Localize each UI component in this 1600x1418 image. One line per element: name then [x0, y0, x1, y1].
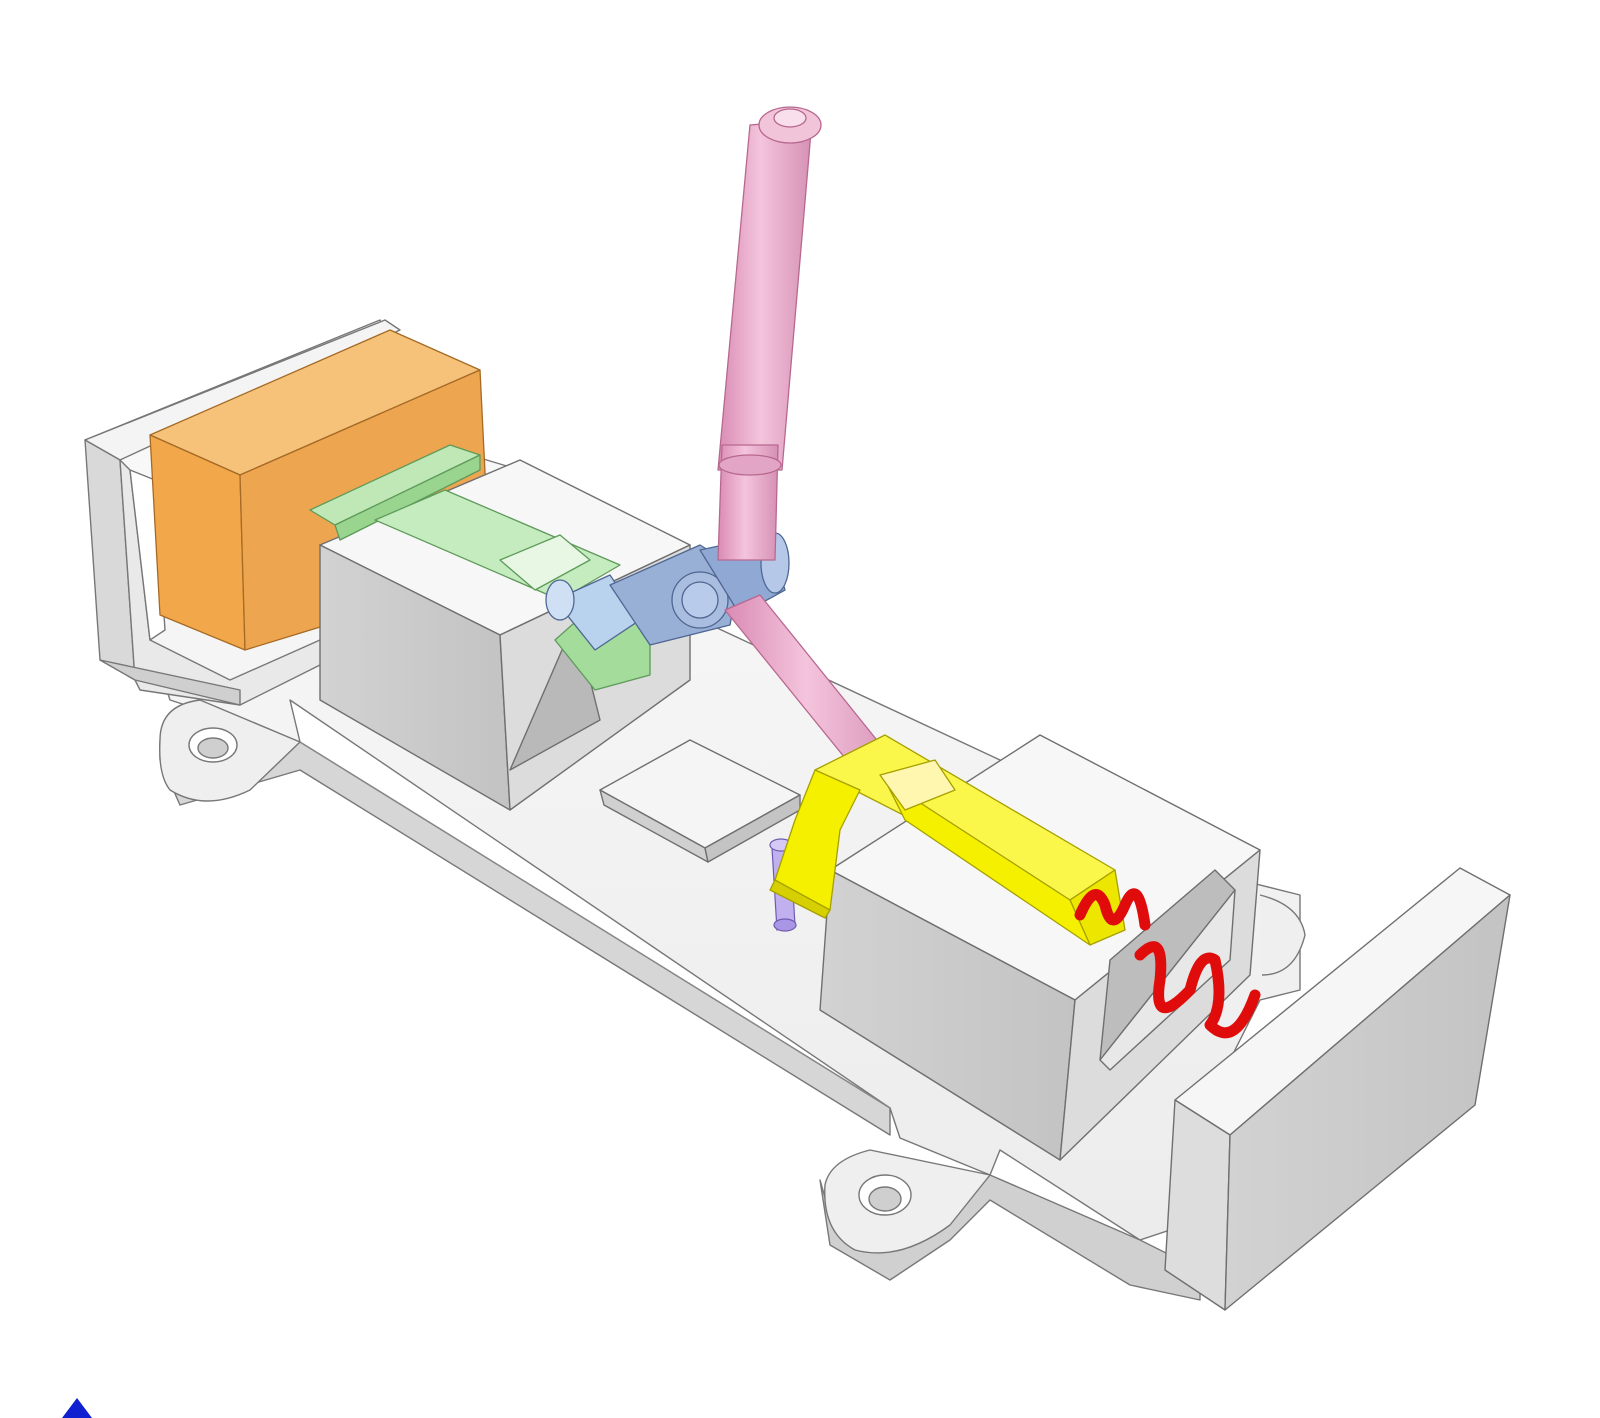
- center-pad: [599, 739, 801, 863]
- red-spring: [1074, 888, 1261, 1039]
- axis-triad-icon: [62, 1398, 92, 1418]
- right-end-block: [1164, 867, 1511, 1311]
- blue-clevis-joint: [545, 532, 790, 651]
- yellow-slider: [769, 734, 1126, 946]
